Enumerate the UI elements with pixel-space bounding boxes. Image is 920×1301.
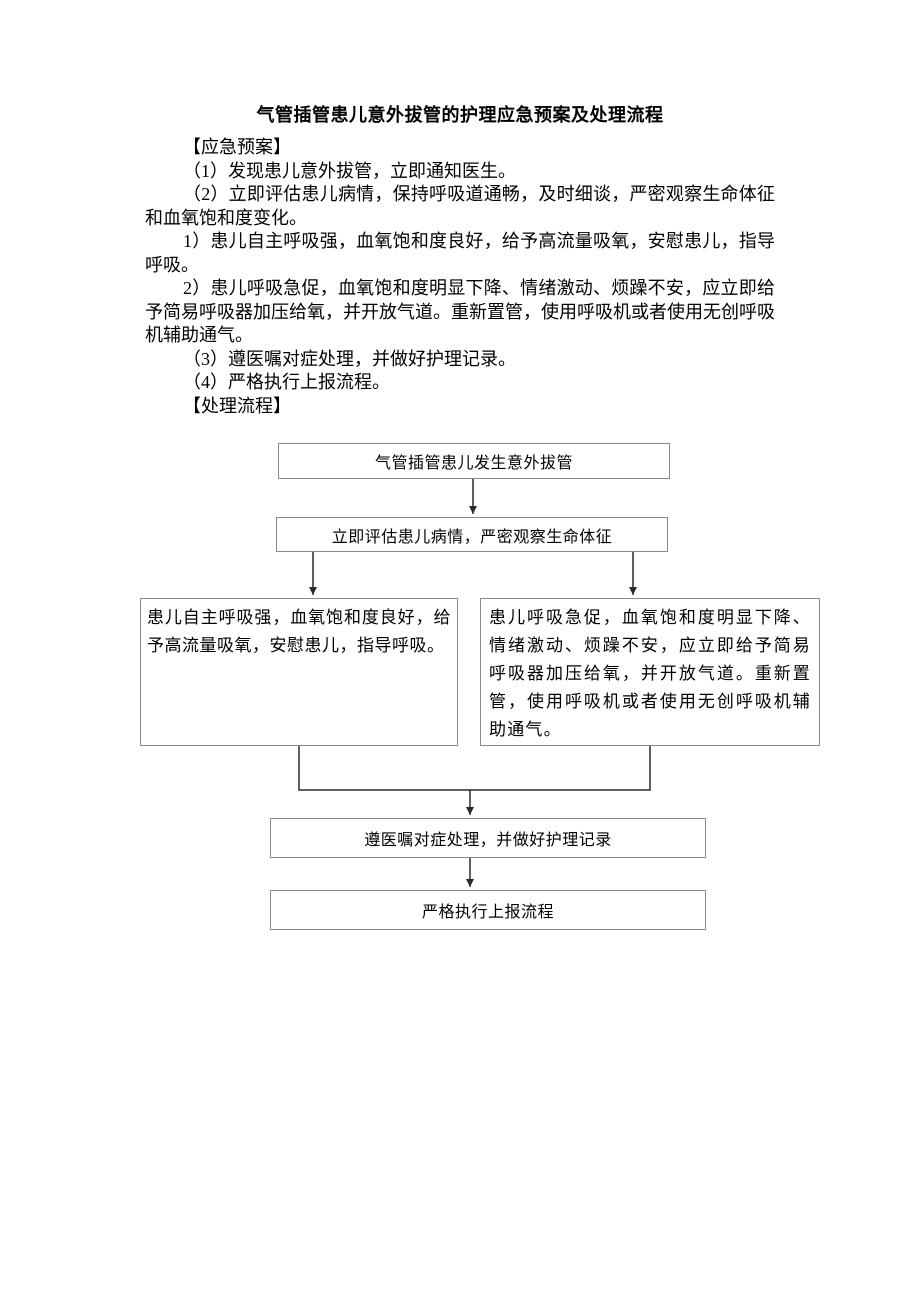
flowchart-connectors [298, 479, 651, 887]
paragraph-symptomatic-treatment: （3）遵医嘱对症处理，并做好护理记录。 [183, 348, 516, 369]
paragraph-rapid-breathing: 2）患儿呼吸急促，血氧饱和度明显下降、情绪激动、烦躁不安，应立即给予简易呼吸器加… [145, 278, 775, 345]
flowchart: 气管插管患儿发生意外拔管 立即评估患儿病情，严密观察生命体征 患儿自主呼吸强，血… [0, 440, 920, 940]
flowchart-node-report: 严格执行上报流程 [270, 890, 706, 930]
paragraph-report-process: （4）严格执行上报流程。 [183, 372, 390, 392]
document-title: 气管插管患儿意外拔管的护理应急预案及处理流程 [256, 105, 664, 125]
paragraph-strong-breathing: 1）患儿自主呼吸强，血氧饱和度良好，给予高流量吸氧，安慰患儿，指导呼吸。 [145, 231, 775, 275]
flowchart-node-branch-left: 患儿自主呼吸强，血氧饱和度良好，给予高流量吸氧，安慰患儿，指导呼吸。 [140, 598, 458, 746]
flowchart-node-start: 气管插管患儿发生意外拔管 [278, 443, 670, 479]
section-header-process: 【处理流程】 [183, 395, 291, 416]
paragraph-assess-condition: （2）立即评估患儿病情，保持呼吸道通畅，及时细谈，严密观察生命体征和血氧饱和度变… [145, 184, 775, 228]
section-header-emergency-plan: 【应急预案】 [183, 137, 291, 157]
flowchart-node-branch-right: 患儿呼吸急促，血氧饱和度明显下降、情绪激动、烦躁不安，应立即给予简易呼吸器加压给… [480, 598, 820, 746]
flowchart-node-assess: 立即评估患儿病情，严密观察生命体征 [276, 517, 668, 552]
paragraph-notify-doctor: （1）发现患儿意外拔管，立即通知医生。 [183, 160, 516, 181]
flowchart-node-treat: 遵医嘱对症处理，并做好护理记录 [270, 818, 706, 858]
document-body: 气管插管患儿意外拔管的护理应急预案及处理流程 【应急预案】 （1）发现患儿意外拔… [0, 0, 920, 418]
